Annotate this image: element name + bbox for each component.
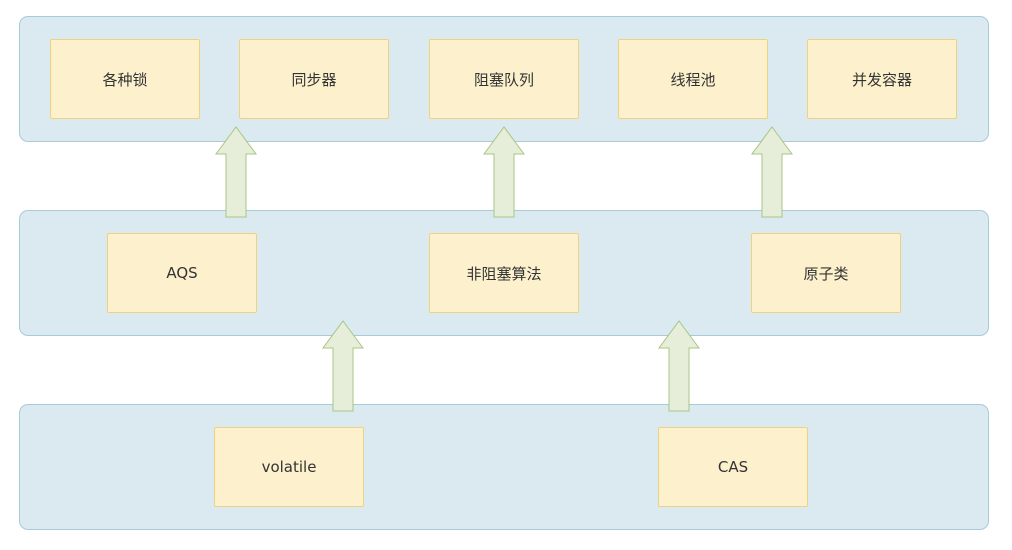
box-cas: CAS bbox=[658, 427, 808, 507]
box-locks: 各种锁 bbox=[50, 39, 200, 119]
bottom-layer-container bbox=[19, 404, 989, 530]
arrow-up-icon bbox=[483, 126, 525, 218]
arrow-up-icon bbox=[658, 320, 700, 412]
box-non-blocking-algorithm: 非阻塞算法 bbox=[429, 233, 579, 313]
box-atomic-classes: 原子类 bbox=[751, 233, 901, 313]
box-concurrent-containers: 并发容器 bbox=[807, 39, 957, 119]
box-volatile: volatile bbox=[214, 427, 364, 507]
box-thread-pool: 线程池 bbox=[618, 39, 768, 119]
box-synchronizers: 同步器 bbox=[239, 39, 389, 119]
arrow-up-icon bbox=[751, 126, 793, 218]
arrow-up-icon bbox=[322, 320, 364, 412]
arrow-up-icon bbox=[215, 126, 257, 218]
box-aqs: AQS bbox=[107, 233, 257, 313]
box-blocking-queue: 阻塞队列 bbox=[429, 39, 579, 119]
